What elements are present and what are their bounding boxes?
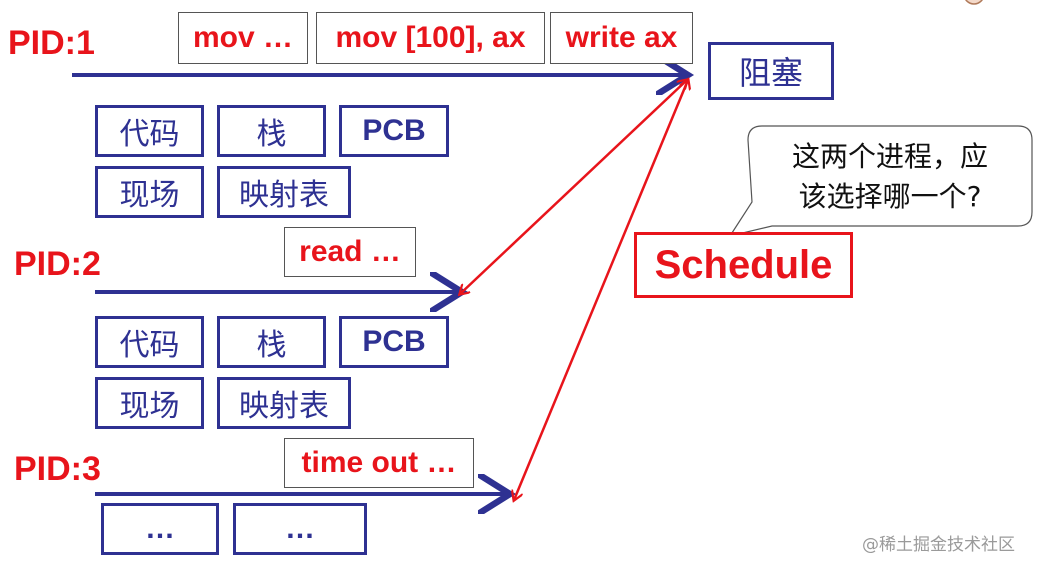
pid2-label: PID:2	[14, 245, 101, 283]
pid1-instruction-3: write ax	[550, 12, 693, 64]
pid3-instruction-1: time out …	[284, 438, 474, 488]
pid2-mem-code: 代码	[95, 316, 204, 368]
corner-marker	[965, 0, 983, 5]
pid1-mem-stack: 栈	[217, 105, 326, 157]
schedule-box: Schedule	[634, 232, 853, 298]
pid1-mem-pcb: PCB	[339, 105, 449, 157]
schedule-arrow-pid3	[514, 80, 688, 500]
callout-text: 这两个进程，应 该选择哪一个?	[752, 137, 1028, 217]
pid2-mem-stack: 栈	[217, 316, 326, 368]
pid3-label: PID:3	[14, 450, 101, 488]
pid1-label: PID:1	[8, 24, 95, 62]
pid3-mem-1: …	[101, 503, 219, 555]
pid2-mem-map-table: 映射表	[217, 377, 351, 429]
pid2-mem-context: 现场	[95, 377, 204, 429]
pid1-mem-context: 现场	[95, 166, 204, 218]
pid2-mem-pcb: PCB	[339, 316, 449, 368]
callout-line-1: 这两个进程，应	[791, 140, 988, 173]
callout-bubble	[728, 125, 1033, 237]
pid1-instruction-1: mov …	[178, 12, 308, 64]
pid1-instruction-2: mov [100], ax	[316, 12, 545, 64]
pid3-mem-2: …	[233, 503, 367, 555]
blocked-state-box: 阻塞	[708, 42, 834, 100]
pid1-mem-map-table: 映射表	[217, 166, 351, 218]
pid1-mem-code: 代码	[95, 105, 204, 157]
pid2-instruction-1: read …	[284, 227, 416, 277]
callout-line-2: 该选择哪一个?	[798, 180, 982, 213]
watermark: @稀土掘金技术社区	[862, 535, 1015, 555]
